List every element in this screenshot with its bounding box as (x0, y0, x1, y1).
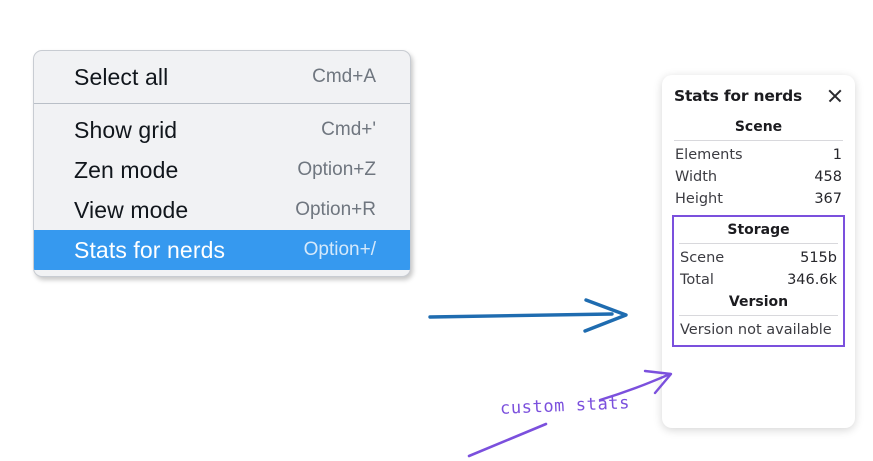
stats-for-nerds-panel: Stats for nerds Scene Elements 1 Width 4… (662, 75, 855, 428)
menu-item-shortcut: Cmd+' (321, 119, 376, 140)
menu-item-shortcut: Cmd+A (312, 66, 376, 87)
panel-header: Stats for nerds (672, 87, 845, 105)
menu-item-label: Show grid (74, 116, 178, 143)
stat-row: Height 367 (672, 188, 845, 210)
stat-value: 1 (832, 147, 842, 163)
stat-label: Elements (675, 147, 743, 163)
stat-row: Scene 515b (677, 247, 840, 269)
purple-underline-stroke (467, 422, 548, 458)
annotation-label: custom stats (499, 393, 631, 419)
custom-stats-section: Storage Scene 515b Total 346.6k Version … (672, 215, 845, 347)
close-icon[interactable] (827, 88, 843, 104)
stat-value: 367 (814, 191, 842, 207)
menu-section-primary: Select all Cmd+A (34, 51, 410, 104)
menu-item-shortcut: Option+/ (303, 239, 376, 260)
version-heading: Version (728, 294, 789, 310)
stat-label: Width (675, 169, 718, 185)
divider (674, 140, 843, 141)
menu-item-view-mode[interactable]: View mode Option+R (34, 190, 410, 230)
stat-value: 346.6k (787, 272, 837, 288)
stat-label: Total (680, 272, 714, 288)
context-menu[interactable]: Select all Cmd+A Show grid Cmd+' Zen mod… (33, 50, 411, 277)
stat-row: Elements 1 (672, 144, 845, 166)
menu-item-stats-for-nerds[interactable]: Stats for nerds Option+/ (34, 230, 410, 270)
panel-title: Stats for nerds (674, 87, 803, 105)
version-row: Version not available (677, 319, 840, 341)
blue-arrow-to-panel (428, 298, 628, 333)
storage-heading: Storage (727, 222, 790, 238)
stat-label: Height (675, 191, 723, 207)
menu-item-label: View mode (74, 196, 189, 223)
stat-value: 458 (814, 169, 842, 185)
menu-item-shortcut: Option+R (295, 199, 376, 220)
stat-value: 515b (800, 250, 837, 266)
divider (679, 315, 838, 316)
menu-item-label: Select all (74, 63, 169, 90)
menu-item-select-all[interactable]: Select all Cmd+A (34, 57, 410, 97)
stat-label: Scene (680, 250, 725, 266)
stat-row: Total 346.6k (677, 269, 840, 291)
menu-item-label: Zen mode (74, 156, 179, 183)
scene-heading: Scene (734, 119, 783, 135)
menu-item-show-grid[interactable]: Show grid Cmd+' (34, 110, 410, 150)
scene-section: Scene Elements 1 Width 458 Height 367 (672, 117, 845, 210)
menu-item-zen-mode[interactable]: Zen mode Option+Z (34, 150, 410, 190)
divider (679, 243, 838, 244)
menu-section-view: Show grid Cmd+' Zen mode Option+Z View m… (34, 104, 410, 276)
menu-item-label: Stats for nerds (74, 236, 226, 263)
menu-item-shortcut: Option+Z (297, 159, 376, 180)
stat-row: Width 458 (672, 166, 845, 188)
version-text: Version not available (680, 322, 832, 338)
